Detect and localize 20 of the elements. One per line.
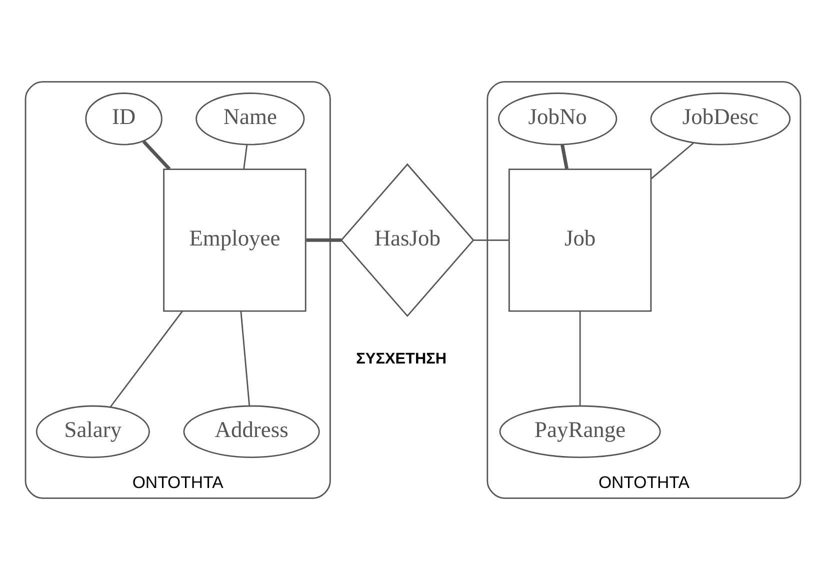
connector — [110, 310, 183, 407]
node-box: Job — [508, 168, 652, 312]
node-ellipse: Salary — [36, 404, 150, 458]
connector — [142, 140, 171, 170]
node-ellipse: JobNo — [498, 92, 618, 145]
connector — [306, 238, 342, 242]
connector — [579, 310, 581, 405]
node-box: Employee — [163, 168, 306, 312]
node-ellipse: ID — [85, 92, 162, 145]
connector — [240, 310, 250, 405]
connector — [474, 238, 509, 240]
connector — [243, 144, 248, 168]
node-ellipse: Name — [196, 92, 305, 145]
node-ellipse: PayRange — [499, 404, 661, 458]
node-ellipse: JobDesc — [650, 92, 791, 145]
node-ellipse: Address — [183, 404, 320, 458]
node-diamond: HasJob — [340, 162, 474, 317]
node-label: ΣΥΣΧΕΤΗΣΗ — [356, 350, 447, 367]
connector — [650, 142, 694, 179]
connector — [560, 144, 569, 169]
